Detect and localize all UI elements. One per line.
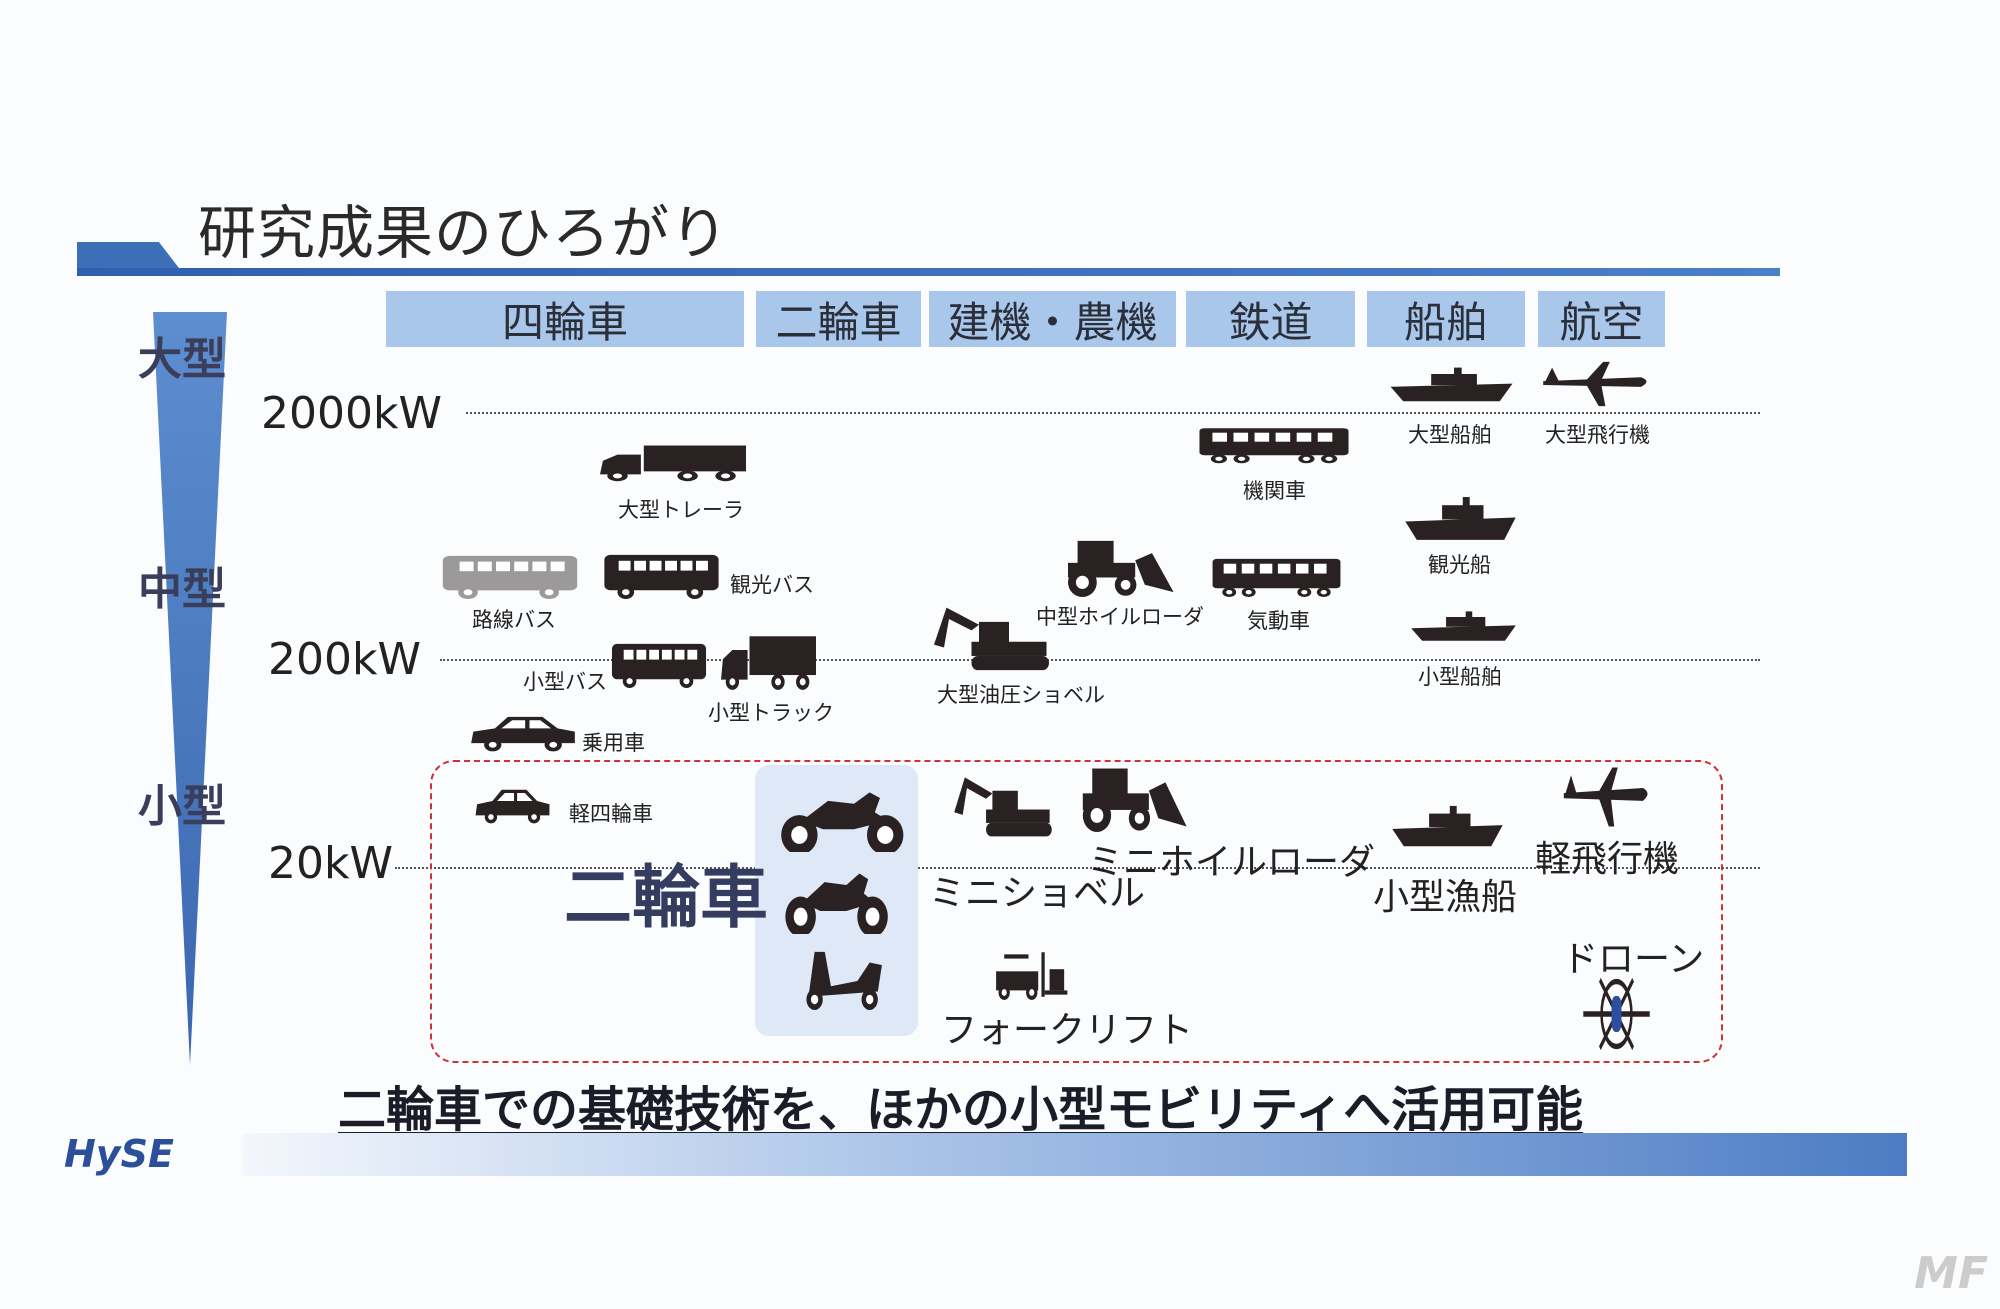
loader-icon bbox=[1056, 536, 1176, 597]
loader-icon bbox=[1071, 763, 1189, 832]
size-medium: 中型 bbox=[138, 564, 226, 615]
label-drone: ドローン bbox=[1562, 939, 1705, 980]
power-line-200 bbox=[440, 659, 1760, 661]
bus-icon bbox=[602, 551, 721, 600]
motorcycle-icon bbox=[776, 781, 906, 852]
ship-icon bbox=[1409, 610, 1518, 645]
size-large: 大型 bbox=[138, 334, 226, 385]
label-large-plane: 大型飛行機 bbox=[1545, 423, 1650, 447]
excavator-icon bbox=[929, 602, 1054, 673]
truck-icon bbox=[600, 444, 746, 482]
forklift-icon bbox=[988, 948, 1069, 1001]
label-mini-loader: ミニホイルローダ bbox=[1087, 842, 1376, 883]
label-trailer: 大型トレーラ bbox=[618, 498, 744, 522]
ship-icon bbox=[1388, 366, 1515, 406]
label-route-bus: 路線バス bbox=[472, 608, 556, 632]
scooter-icon bbox=[784, 944, 886, 1010]
watermark: MF bbox=[1914, 1248, 1988, 1299]
label-light-plane: 軽飛行機 bbox=[1535, 839, 1680, 880]
car-icon bbox=[474, 785, 551, 825]
column-four-wheel: 四輪車 bbox=[386, 291, 744, 347]
column-two-wheel: 二輪車 bbox=[756, 291, 921, 347]
column-ship: 船舶 bbox=[1367, 291, 1525, 347]
label-large-ship: 大型船舶 bbox=[1408, 423, 1492, 447]
size-small: 小型 bbox=[138, 781, 226, 832]
power-200kw: 200kW bbox=[268, 634, 421, 685]
label-large-excavator: 大型油圧ショベル bbox=[937, 683, 1105, 707]
power-20kw: 20kW bbox=[268, 838, 393, 889]
power-2000kw: 2000kW bbox=[261, 388, 442, 439]
bus-icon bbox=[610, 640, 708, 689]
label-kei-car: 軽四輪車 bbox=[569, 802, 653, 826]
train-icon bbox=[1207, 551, 1346, 600]
page-title: 研究成果のひろがり bbox=[198, 199, 730, 267]
footer-bar bbox=[242, 1133, 1907, 1176]
label-small-bus: 小型バス bbox=[523, 670, 607, 694]
column-construction: 建機・農機 bbox=[929, 291, 1176, 347]
excavator-icon bbox=[950, 772, 1056, 839]
hyse-logo: HySE bbox=[64, 1132, 174, 1176]
title-underline bbox=[77, 268, 1780, 276]
power-line-2000 bbox=[466, 412, 1760, 414]
label-mini-excavator: ミニショベル bbox=[929, 873, 1146, 914]
label-small-truck: 小型トラック bbox=[708, 701, 834, 725]
power-line-20 bbox=[395, 867, 1760, 869]
label-cruise-ship: 観光船 bbox=[1428, 553, 1491, 577]
truck-icon bbox=[721, 634, 816, 691]
label-medium-loader: 中型ホイルローダ bbox=[1036, 605, 1204, 629]
two-wheel-big-label: 二輪車 bbox=[564, 859, 769, 938]
size-scale-wedge bbox=[153, 312, 227, 1065]
column-air: 航空 bbox=[1538, 291, 1665, 347]
car-icon bbox=[469, 712, 577, 753]
drone-icon bbox=[1575, 969, 1658, 1059]
train-icon bbox=[1193, 421, 1355, 466]
ship-icon bbox=[1403, 495, 1518, 546]
label-locomotive: 機関車 bbox=[1243, 479, 1306, 503]
label-tour-bus: 観光バス bbox=[730, 573, 814, 597]
label-railcar: 気動車 bbox=[1247, 609, 1310, 633]
label-car: 乗用車 bbox=[582, 731, 645, 755]
small-mobility-box bbox=[430, 760, 1723, 1063]
motorcycle-icon bbox=[781, 862, 890, 934]
bus-icon bbox=[440, 552, 580, 600]
plane-icon bbox=[1562, 765, 1652, 829]
label-small-boat: 小型船舶 bbox=[1418, 665, 1502, 689]
ship-icon bbox=[1390, 804, 1505, 852]
bottom-message: 二輪車での基礎技術を、ほかの小型モビリティへ活用可能 bbox=[338, 1082, 1584, 1138]
label-forklift: フォークリフト bbox=[941, 1010, 1194, 1051]
plane-icon bbox=[1541, 360, 1652, 408]
column-rail: 鉄道 bbox=[1186, 291, 1355, 347]
label-fishing-boat: 小型漁船 bbox=[1373, 877, 1518, 918]
